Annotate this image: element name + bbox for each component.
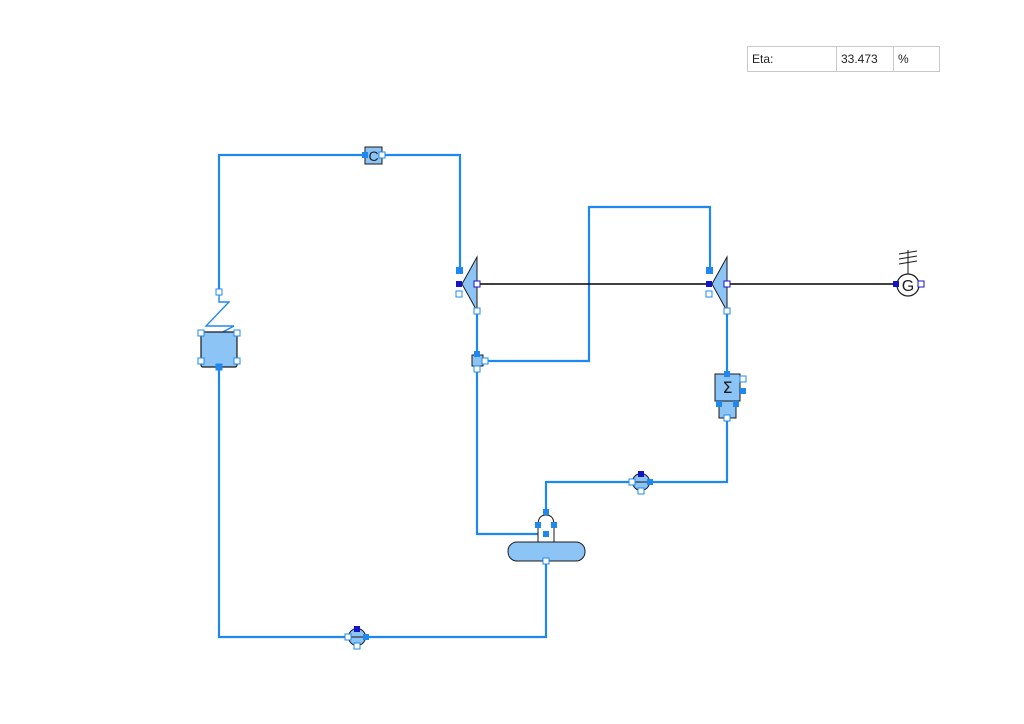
pipe-crossover-to-lp-turbine[interactable] bbox=[483, 205, 712, 363]
condenser-port-in[interactable] bbox=[724, 371, 730, 377]
hp-turbine-port-shaft-left[interactable] bbox=[456, 281, 462, 287]
boiler-port-left-top[interactable] bbox=[197, 329, 205, 337]
generator-label: G bbox=[902, 278, 914, 295]
splitter-port-out-down[interactable] bbox=[473, 365, 481, 373]
condensate-pump-port-power[interactable] bbox=[638, 471, 644, 477]
hotwell-port-out[interactable] bbox=[723, 414, 731, 422]
hotwell-port-right[interactable] bbox=[733, 401, 739, 407]
lp-turbine-port-bleed[interactable] bbox=[705, 290, 713, 298]
condenser-label: Σ bbox=[722, 378, 732, 397]
pipe-steam-to-hp-turbine[interactable] bbox=[217, 153, 369, 292]
generator[interactable]: G bbox=[893, 250, 925, 297]
boiler-port-top[interactable] bbox=[215, 288, 223, 296]
splitter-port-out-right[interactable] bbox=[481, 357, 489, 365]
lp-turbine-port-shaft-left[interactable] bbox=[706, 281, 712, 287]
feed-pump-port-bottom[interactable] bbox=[353, 642, 361, 650]
boiler-port-left-bottom[interactable] bbox=[197, 357, 205, 365]
lp-turbine[interactable] bbox=[705, 255, 731, 315]
generator-port-shaft[interactable] bbox=[893, 281, 899, 287]
pipe-deaerator-to-feed-pump[interactable] bbox=[366, 561, 548, 639]
pipe-feed-pump-to-boiler[interactable] bbox=[217, 367, 348, 639]
hp-turbine[interactable] bbox=[455, 255, 481, 315]
hp-turbine-port-bleed[interactable] bbox=[455, 290, 463, 298]
pipe-pump-to-deaerator[interactable] bbox=[544, 480, 632, 512]
efficiency-result-table: Eta: 33.473 % bbox=[747, 46, 940, 72]
pipe-bleed-to-deaerator[interactable] bbox=[475, 369, 538, 536]
feed-pump[interactable] bbox=[344, 626, 369, 650]
feed-pump-port-power[interactable] bbox=[354, 626, 360, 632]
c-block-label: C bbox=[368, 148, 378, 164]
deaerator-port-right[interactable] bbox=[551, 522, 557, 528]
lp-turbine-port-outlet[interactable] bbox=[723, 307, 731, 315]
hp-turbine-port-inlet[interactable] bbox=[456, 267, 463, 274]
superheater-coil bbox=[204, 294, 235, 335]
c-block-port-out[interactable] bbox=[378, 151, 386, 159]
efficiency-value: 33.473 bbox=[836, 46, 894, 72]
condenser-port-cw-out[interactable] bbox=[740, 388, 746, 394]
efficiency-unit: % bbox=[893, 46, 940, 72]
condenser-port-cw-in[interactable] bbox=[739, 375, 747, 383]
condenser-body bbox=[714, 373, 741, 402]
pipes bbox=[217, 153, 729, 639]
c-block-port-in[interactable] bbox=[362, 152, 368, 158]
feed-pump-port-out[interactable] bbox=[344, 633, 352, 641]
feed-pump-port-in[interactable] bbox=[363, 634, 369, 640]
condensate-pump-port-in[interactable] bbox=[647, 479, 653, 485]
condenser-c-block[interactable]: C bbox=[362, 146, 386, 165]
lp-turbine-port-shaft-right[interactable] bbox=[723, 280, 731, 288]
boiler[interactable] bbox=[197, 288, 241, 371]
deaerator-port-out[interactable] bbox=[542, 557, 550, 565]
condensate-pump-port-out[interactable] bbox=[628, 478, 636, 486]
deaerator-port-left[interactable] bbox=[535, 522, 541, 528]
boiler-port-bottom[interactable] bbox=[215, 363, 223, 371]
hp-turbine-port-shaft-right[interactable] bbox=[473, 280, 481, 288]
efficiency-row: Eta: 33.473 % bbox=[747, 46, 940, 72]
pipe-condenser-to-pump[interactable] bbox=[650, 418, 729, 484]
condensate-pump-port-bottom[interactable] bbox=[637, 487, 645, 495]
splitter-port-in[interactable] bbox=[474, 351, 480, 357]
boiler-body bbox=[200, 331, 238, 368]
deaerator[interactable] bbox=[507, 509, 586, 565]
hp-turbine-port-outlet[interactable] bbox=[473, 307, 481, 315]
efficiency-label: Eta: bbox=[747, 46, 837, 72]
condenser[interactable]: Σ bbox=[714, 371, 747, 422]
condensate-pump[interactable] bbox=[628, 471, 653, 495]
grid-symbol-icon bbox=[898, 250, 918, 274]
pipe-c-block-to-hp-turbine[interactable] bbox=[381, 153, 462, 268]
deaerator-port-top[interactable] bbox=[543, 509, 549, 515]
splitter[interactable] bbox=[471, 351, 489, 373]
hotwell-port-left[interactable] bbox=[716, 401, 722, 407]
lp-turbine-port-inlet[interactable] bbox=[706, 267, 713, 274]
deaerator-port-bleed[interactable] bbox=[543, 531, 549, 537]
boiler-port-right-top[interactable] bbox=[233, 329, 241, 337]
deaerator-dome bbox=[537, 514, 555, 542]
generator-port-power[interactable] bbox=[917, 280, 925, 288]
boiler-port-right-bottom[interactable] bbox=[233, 357, 241, 365]
